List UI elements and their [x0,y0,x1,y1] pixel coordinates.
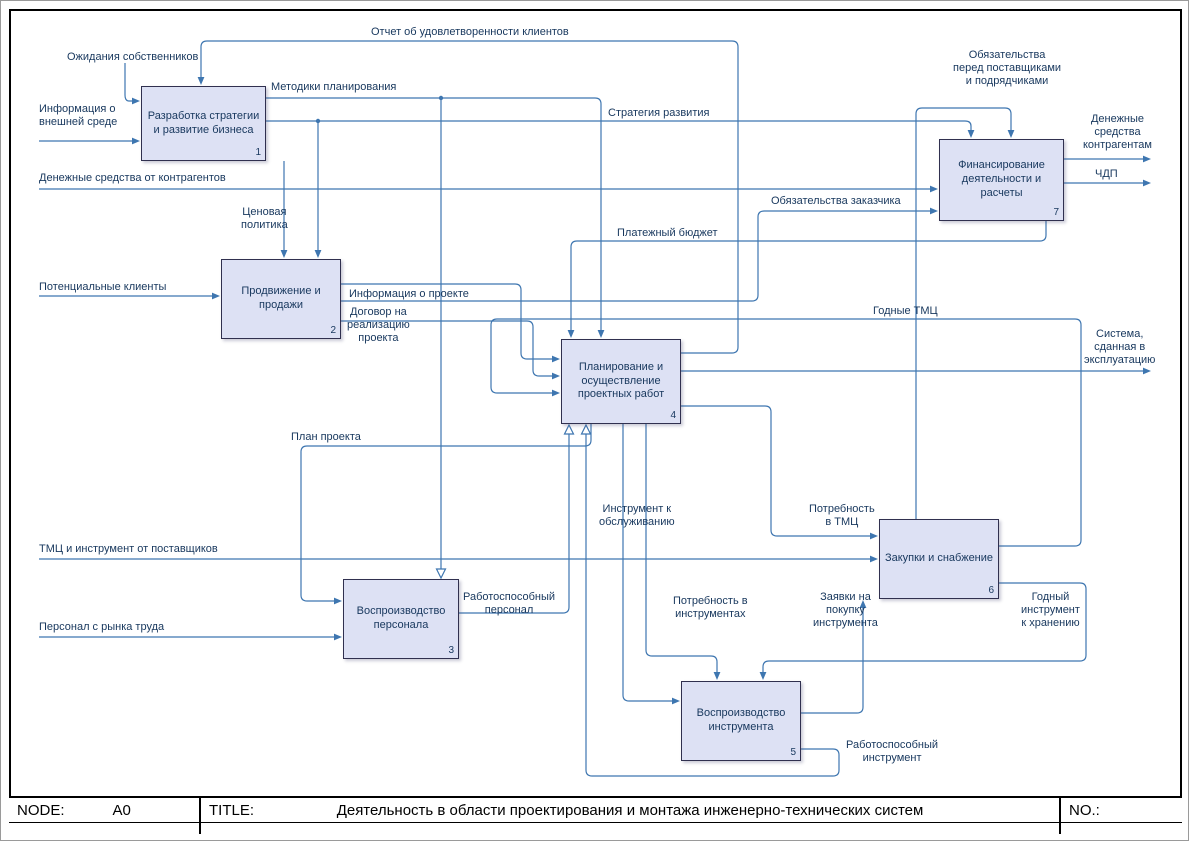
activity-box-4[interactable]: Планирование и осуществление проектных р… [561,339,681,424]
arrowhead [552,372,560,380]
arrowhead [967,130,975,138]
arrow-tool-need [645,424,721,680]
activity-box-number: 2 [330,324,336,336]
arrowhead [672,697,680,705]
number-cell: NO.: [1061,798,1182,834]
arrow-good-tmc [490,318,1082,547]
title-label: TITLE: [209,802,255,819]
arrow-customer-obligations [341,207,938,302]
node-bar-inner-line [9,822,1182,823]
arrow-money-from-counterparties [39,185,938,193]
arrow-owner-expectations [124,63,140,105]
arrowhead [870,532,878,540]
arrowhead [930,207,938,215]
node-bar: NODE: A0 TITLE: Деятельность в области п… [9,796,1182,834]
activity-box-label: Продвижение и продажи [241,285,321,311]
arrowhead [870,555,878,563]
arrowhead [197,77,205,85]
activity-box-number: 5 [790,746,796,758]
arrow-planning-methods [266,97,605,338]
node-cell: NODE: A0 [9,798,201,834]
node-value: A0 [112,802,131,819]
arrow-supplier-obligations [915,107,1015,519]
arrowhead [212,292,220,300]
activity-box-label: Планирование и осуществление проектных р… [577,360,665,401]
arrow-price-policy [280,161,288,258]
arrow-potential-clients [39,292,220,300]
arrowhead [567,330,575,338]
arrowhead [552,389,560,397]
activity-box-label: Закупки и снабжение [884,552,994,565]
activity-box-number: 6 [988,584,994,596]
arrow-money-to-counterparties [1064,155,1151,163]
arrowhead [280,250,288,258]
arrow-development-strategy-branch [314,121,322,258]
arrowhead [859,600,867,608]
hollow-arrowhead [580,423,592,435]
arrow-info-external-input [39,137,140,145]
arrow-customer-satisfaction-report [197,40,739,354]
activity-box-number: 3 [448,644,454,656]
arrowhead [930,185,938,193]
branch-dot [315,118,321,124]
arrowhead [552,355,560,363]
no-label: NO.: [1069,802,1100,819]
arrow-net-cash-flow [1064,179,1151,187]
activity-box-label: Воспроизводство инструмента [696,707,786,733]
arrowhead [1143,155,1151,163]
activity-box-6[interactable]: Закупки и снабжение 6 [879,519,999,599]
branch-dot [438,95,444,101]
arrow-working-tool [580,423,840,777]
activity-box-number: 1 [255,146,261,158]
arrowhead [713,672,721,680]
arrow-payment-budget [567,221,1047,338]
arrowhead [1143,179,1151,187]
arrow-tmc-from-suppliers [39,555,878,563]
arrowhead [1007,130,1015,138]
arrowhead [132,97,140,105]
arrowhead [597,330,605,338]
activity-box-5[interactable]: Воспроизводство инструмента 5 [681,681,801,761]
arrow-project-info [341,283,560,363]
arrow-project-contract [341,320,560,380]
arrow-good-tool-to-storage [759,582,1087,680]
arrowhead [334,597,342,605]
arrow-tool-to-maintenance [622,424,680,705]
arrow-tool-purchase-requests [801,600,867,714]
activity-box-label: Воспроизводство персонала [356,605,446,631]
diagram-title: Деятельность в области проектирования и … [336,802,924,819]
arrowhead [759,672,767,680]
activity-box-label: Разработка стратегии и развитие бизнеса [147,109,260,136]
activity-box-label: Финансирование деятельности и расчеты [958,159,1045,199]
arrow-planning-methods-branch [435,98,447,580]
hollow-arrowhead [435,568,447,580]
activity-box-1[interactable]: Разработка стратегии и развитие бизнеса 1 [141,86,266,161]
activity-box-2[interactable]: Продвижение и продажи 2 [221,259,341,339]
node-label: NODE: [17,802,65,819]
arrowhead [132,137,140,145]
activity-box-number: 7 [1053,206,1059,218]
arrow-able-personnel [459,423,575,614]
arrow-system-commissioned [681,367,1151,375]
title-cell: TITLE: Деятельность в области проектиров… [201,798,1061,834]
arrowhead [1143,367,1151,375]
arrow-personnel-from-market [39,633,342,641]
arrow-development-strategy [266,120,975,138]
arrow-project-plan [300,424,592,605]
arrow-tmc-need [681,405,878,540]
activity-box-number: 4 [670,409,676,421]
hollow-arrowhead [563,423,575,435]
arrowhead [314,250,322,258]
activity-box-7[interactable]: Финансирование деятельности и расчеты 7 [939,139,1064,221]
arrowhead [334,633,342,641]
activity-box-3[interactable]: Воспроизводство персонала 3 [343,579,459,659]
